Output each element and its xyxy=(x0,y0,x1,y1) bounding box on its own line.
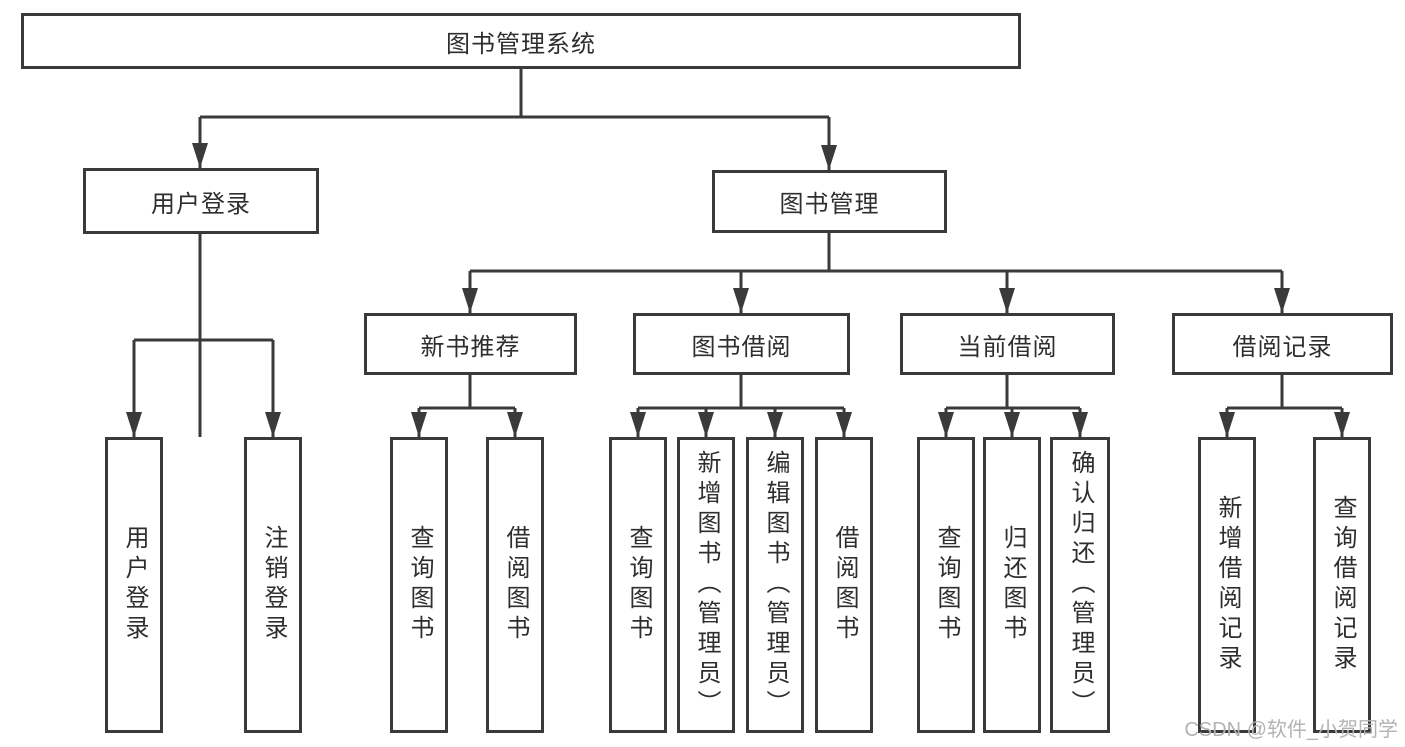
connector-bookmgmt-to-level3 xyxy=(468,233,1284,313)
node-label: 查询图书 xyxy=(933,525,960,645)
node-label: 图书借阅 xyxy=(691,333,792,361)
connector-root-to-level2 xyxy=(198,69,831,437)
leaf-add-borrow-record: 新增借阅记录 xyxy=(1198,437,1256,733)
node-borrow-records: 借阅记录 xyxy=(1172,313,1393,375)
leaf-borrow-books-1: 借阅图书 xyxy=(486,437,544,733)
leaf-borrow-books-2: 借阅图书 xyxy=(815,437,873,733)
node-label: 新增图书（管理员） xyxy=(693,450,720,720)
leaf-return-books: 归还图书 xyxy=(983,437,1041,733)
node-book-borrowing: 图书借阅 xyxy=(633,313,850,375)
node-label: 借阅记录 xyxy=(1232,333,1333,361)
node-label: 用户登录 xyxy=(151,190,251,218)
node-user-login: 用户登录 xyxy=(83,168,319,234)
connector-bookborrow-to-leaves xyxy=(636,375,846,437)
node-label: 新书推荐 xyxy=(420,333,521,361)
leaf-confirm-return-admin: 确认归还（管理员） xyxy=(1050,437,1110,733)
node-library-system: 图书管理系统 xyxy=(21,13,1021,69)
node-label: 查询图书 xyxy=(625,525,652,645)
arrowheads-level2 xyxy=(192,143,837,170)
node-label: 借阅图书 xyxy=(502,525,529,645)
leaf-query-borrow-record: 查询借阅记录 xyxy=(1313,437,1371,733)
connector-userlogin-to-leaves xyxy=(132,234,275,437)
node-label: 注销登录 xyxy=(260,525,287,645)
connector-newbooks-to-leaves xyxy=(417,375,517,437)
csdn-watermark: CSDN @软件_小贺同学 xyxy=(1184,719,1398,741)
connector-records-to-leaves xyxy=(1225,375,1344,437)
node-label: 查询图书 xyxy=(406,525,433,645)
leaf-logout: 注销登录 xyxy=(244,437,302,733)
node-label: 新增借阅记录 xyxy=(1214,495,1241,675)
leaf-query-books-1: 查询图书 xyxy=(390,437,448,733)
leaf-add-books-admin: 新增图书（管理员） xyxy=(677,437,735,733)
leaf-query-books-3: 查询图书 xyxy=(917,437,975,733)
node-label: 图书管理 xyxy=(779,191,880,218)
node-label: 借阅图书 xyxy=(831,525,858,645)
node-label: 确认归还（管理员） xyxy=(1067,450,1094,720)
leaf-query-books-2: 查询图书 xyxy=(609,437,667,733)
node-label: 归还图书 xyxy=(999,525,1026,645)
leaf-edit-books-admin: 编辑图书（管理员） xyxy=(746,437,804,733)
node-label: 当前借阅 xyxy=(957,333,1058,361)
node-label: 编辑图书（管理员） xyxy=(762,450,789,720)
node-new-book-recommend: 新书推荐 xyxy=(364,313,577,375)
node-label: 查询借阅记录 xyxy=(1329,495,1356,675)
node-label: 图书管理系统 xyxy=(446,30,596,58)
node-current-borrowing: 当前借阅 xyxy=(900,313,1115,375)
node-book-management: 图书管理 xyxy=(712,170,947,233)
arrowheads-level3 xyxy=(462,288,1290,313)
leaf-user-login: 用户登录 xyxy=(105,437,163,733)
node-label: 用户登录 xyxy=(121,525,148,645)
arrowheads-leaves xyxy=(126,412,1350,437)
